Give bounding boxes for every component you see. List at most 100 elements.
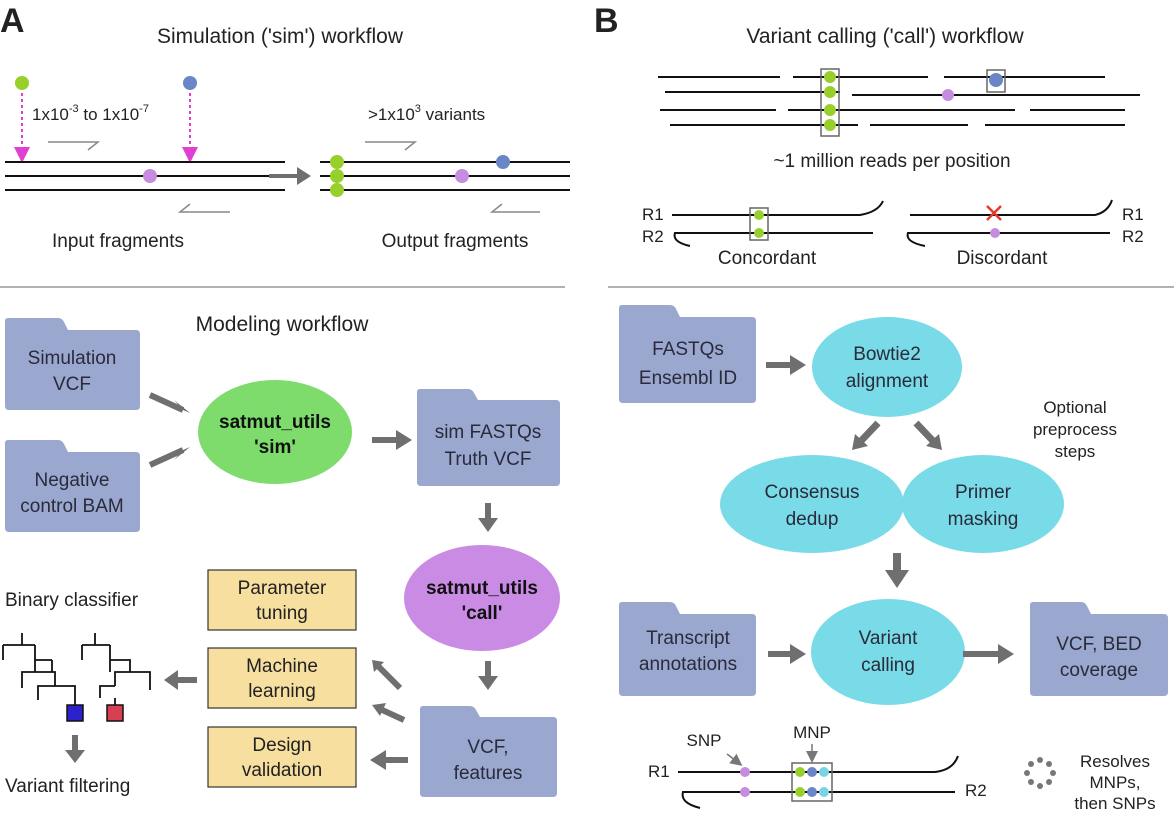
variants-count-label: >1x103 variants bbox=[368, 103, 485, 124]
snp-dot-r2 bbox=[740, 787, 750, 797]
transcript-annotations-folder: Transcript annotations bbox=[619, 602, 756, 696]
mnp-dot-4 bbox=[795, 787, 805, 797]
satmut-call-node: satmut_utils 'call' bbox=[404, 545, 560, 651]
reads-pileup bbox=[658, 76, 1140, 126]
svg-text:Optional: Optional bbox=[1043, 398, 1106, 417]
arrow-bowtie-to-consensus bbox=[857, 420, 881, 445]
blue-dot-out bbox=[496, 155, 510, 169]
mnp-dot-2 bbox=[807, 767, 817, 777]
simulation-vcf-folder: Simulation VCF bbox=[5, 318, 140, 410]
arrow-bam-to-sim bbox=[148, 447, 185, 468]
svg-text:Bowtie2: Bowtie2 bbox=[853, 344, 921, 365]
parameter-tuning-box: Parameter tuning bbox=[207, 569, 357, 631]
svg-text:sim FASTQs: sim FASTQs bbox=[435, 422, 542, 443]
svg-text:validation: validation bbox=[242, 760, 322, 781]
svg-text:control BAM: control BAM bbox=[20, 496, 123, 517]
green-dot-out-2 bbox=[330, 169, 344, 183]
snp-dot-r1 bbox=[740, 767, 750, 777]
svg-text:Transcript: Transcript bbox=[646, 628, 730, 649]
mnp-dot-5 bbox=[807, 787, 817, 797]
fastqs-folder: FASTQs Ensembl ID bbox=[619, 305, 756, 403]
mnp-box bbox=[791, 762, 833, 802]
arrowhead-to-ml bbox=[372, 703, 386, 716]
binary-classifier-label: Binary classifier bbox=[5, 590, 139, 611]
negative-control-bam-folder: Negative control BAM bbox=[5, 440, 140, 532]
concordant-r2-read bbox=[673, 232, 873, 247]
sim-arrow bbox=[269, 167, 311, 185]
satmut-sim-node: satmut_utils 'sim' bbox=[198, 380, 352, 484]
concordant-dot-1 bbox=[754, 210, 764, 220]
green-dot-out-1 bbox=[330, 155, 344, 169]
panel-letter-a: A bbox=[0, 2, 25, 40]
bowtie2-node: Bowtie2 alignment bbox=[812, 317, 962, 417]
snp-label: SNP bbox=[687, 731, 722, 750]
mnp-position-box bbox=[820, 68, 840, 137]
svg-text:steps: steps bbox=[1055, 442, 1096, 461]
svg-text:coverage: coverage bbox=[1060, 660, 1138, 681]
svg-text:Variant: Variant bbox=[859, 628, 919, 649]
resolves-label: Resolves MNPs, then SNPs bbox=[1074, 752, 1155, 813]
green-variant-dot bbox=[15, 76, 29, 90]
consensus-dedup-node: Consensus dedup bbox=[720, 455, 904, 553]
arrow-vcf-to-sim bbox=[148, 392, 185, 413]
snp-mnp-r2: R2 bbox=[965, 781, 987, 800]
arrowhead-bowtie-to-consensus bbox=[852, 434, 868, 450]
snp-mnp-r1: R1 bbox=[648, 762, 670, 781]
pileup-blue bbox=[989, 73, 1003, 87]
variant-calling-node: Variant calling bbox=[811, 599, 965, 705]
design-validation-box: Design validation bbox=[207, 726, 357, 788]
purple-variant-dot bbox=[143, 169, 157, 183]
svg-text:Simulation: Simulation bbox=[28, 348, 117, 369]
primer-rev-in bbox=[177, 203, 230, 213]
modeling-workflow-title: Modeling workflow bbox=[196, 313, 370, 336]
input-fragments-label: Input fragments bbox=[52, 231, 184, 252]
svg-text:VCF: VCF bbox=[53, 374, 91, 395]
snp-mnp-r1-read bbox=[678, 755, 959, 773]
pileup-purple bbox=[942, 89, 954, 101]
mnp-dot-3 bbox=[819, 767, 829, 777]
discordant-r1: R1 bbox=[1122, 205, 1144, 224]
svg-text:satmut_utils: satmut_utils bbox=[219, 412, 331, 433]
mnp-dot-6 bbox=[819, 787, 829, 797]
concordant-r1-read bbox=[672, 200, 884, 216]
svg-text:'call': 'call' bbox=[462, 603, 503, 624]
svg-text:annotations: annotations bbox=[639, 654, 737, 675]
arrow-ml-to-classifier bbox=[164, 670, 197, 690]
concordant-label: Concordant bbox=[718, 248, 817, 269]
arrow-sim-to-fastqs bbox=[372, 430, 412, 450]
svg-text:features: features bbox=[454, 763, 523, 784]
arrow-fastqs-to-bowtie bbox=[766, 355, 806, 375]
svg-text:learning: learning bbox=[248, 681, 316, 702]
vcf-bed-folder: VCF, BED coverage bbox=[1030, 602, 1168, 696]
svg-text:VCF, BED: VCF, BED bbox=[1056, 634, 1142, 655]
svg-text:MNPs,: MNPs, bbox=[1090, 773, 1141, 792]
panel-letter-b: B bbox=[594, 2, 619, 40]
concordant-r1: R1 bbox=[642, 205, 664, 224]
primer-masking-node: Primer masking bbox=[902, 455, 1064, 553]
svg-text:masking: masking bbox=[948, 509, 1019, 530]
pileup-green-3 bbox=[824, 104, 836, 116]
tree-leaf-blue bbox=[66, 704, 84, 722]
arrow-bowtie-to-primer bbox=[913, 420, 937, 445]
svg-text:Machine: Machine bbox=[246, 656, 318, 677]
decision-tree-icon bbox=[2, 633, 151, 705]
svg-text:'sim': 'sim' bbox=[254, 437, 296, 458]
svg-text:FASTQs: FASTQs bbox=[652, 339, 724, 360]
reads-per-position-label: ~1 million reads per position bbox=[773, 151, 1010, 172]
svg-text:Primer: Primer bbox=[955, 482, 1012, 503]
arrow-to-filtering bbox=[65, 735, 85, 763]
discordant-r1-read bbox=[910, 199, 1113, 216]
svg-text:Truth VCF: Truth VCF bbox=[445, 449, 532, 470]
pileup-green-4 bbox=[824, 119, 836, 131]
pileup-green-2 bbox=[824, 86, 836, 98]
machine-learning-box: Machine learning bbox=[207, 647, 357, 709]
blue-position-box bbox=[986, 69, 1006, 93]
sim-workflow-title: Simulation ('sim') workflow bbox=[157, 25, 404, 48]
blue-variant-dot bbox=[183, 76, 197, 90]
purple-dot-out bbox=[455, 169, 469, 183]
svg-text:Ensembl ID: Ensembl ID bbox=[639, 368, 737, 389]
svg-text:Design: Design bbox=[252, 735, 311, 756]
call-workflow-title: Variant calling ('call') workflow bbox=[746, 25, 1024, 48]
arrowhead-bowtie-to-primer bbox=[926, 434, 942, 450]
